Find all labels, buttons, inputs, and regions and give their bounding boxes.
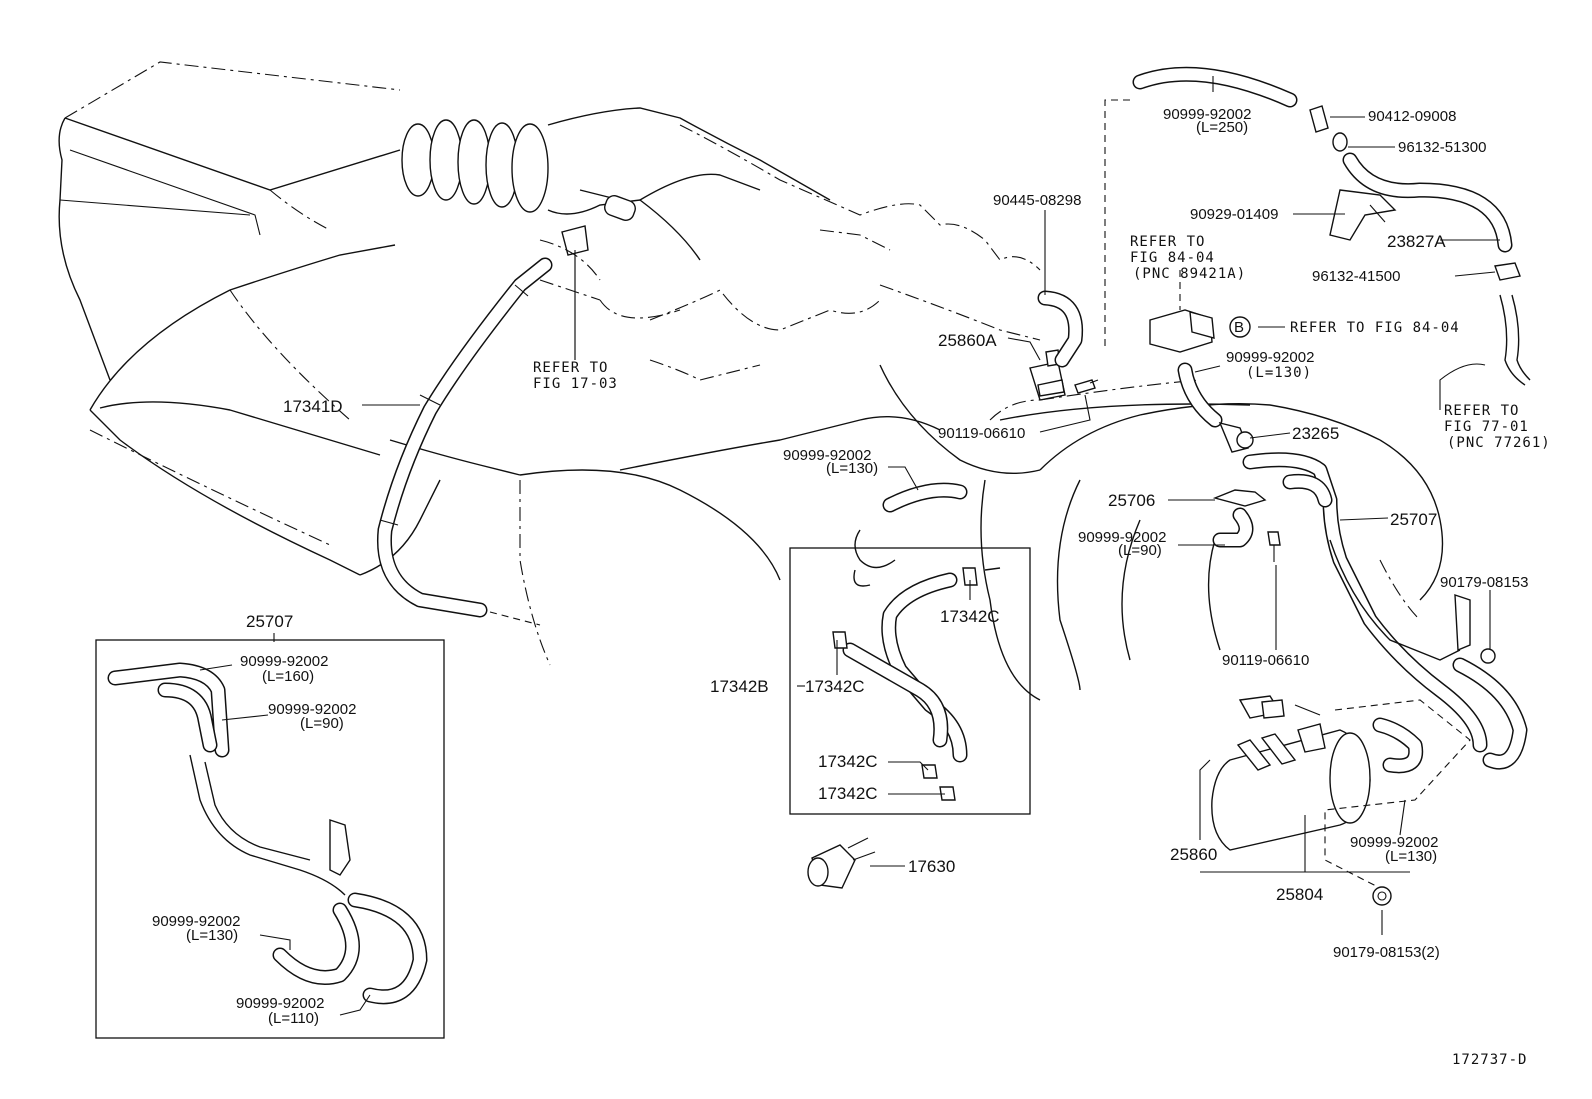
label-17342C-c: 17342C bbox=[818, 752, 878, 771]
label-marker-b: B bbox=[1234, 319, 1244, 336]
label-23827A: 23827A bbox=[1387, 232, 1446, 251]
hose-mid-130 bbox=[882, 482, 968, 513]
label-hose-130-top-len: (L=130) bbox=[1246, 365, 1312, 381]
hose-set-25707-detail bbox=[107, 662, 428, 1005]
label-17342C-a: 17342C bbox=[940, 607, 1000, 626]
label-refer-84-line3: (PNC 89421A) bbox=[1133, 266, 1246, 282]
label-17342C-b: 17342C bbox=[805, 677, 865, 696]
label-90412: 90412-09008 bbox=[1368, 108, 1456, 125]
air-cleaner-body bbox=[58, 61, 441, 576]
callout-b-circle bbox=[1229, 316, 1251, 338]
label-refer-84-line1: REFER TO bbox=[1130, 234, 1205, 250]
label-hose-130-right: 90999-92002 bbox=[1350, 834, 1438, 851]
hose-17341D bbox=[376, 257, 553, 626]
label-17342B: 17342B bbox=[710, 677, 769, 696]
label-refer-17-line1: REFER TO bbox=[533, 360, 608, 376]
label-box-hose-a-len: (L=160) bbox=[262, 668, 314, 685]
leader-dashed-vertical bbox=[1104, 99, 1130, 350]
sensor-17630 bbox=[807, 837, 876, 889]
label-25706: 25706 bbox=[1108, 491, 1155, 510]
nut-90179-2 bbox=[1372, 886, 1392, 906]
bolt-90119-b bbox=[1267, 531, 1281, 562]
intake-bellows bbox=[401, 107, 831, 360]
label-90445: 90445-08298 bbox=[993, 192, 1081, 209]
label-box-hose-d: 90999-92002 bbox=[236, 995, 324, 1012]
label-hose-90-mid-len: (L=90) bbox=[1118, 542, 1162, 559]
label-hose-250-len: (L=250) bbox=[1196, 119, 1248, 136]
valve-23265 bbox=[1218, 421, 1254, 453]
label-90119-b: 90119-06610 bbox=[1222, 652, 1309, 669]
fitting-90412 bbox=[1309, 105, 1348, 152]
engine-outline bbox=[389, 124, 1444, 701]
label-refer-17-line2: FIG 17-03 bbox=[533, 376, 618, 392]
label-box-hose-b: 90999-92002 bbox=[268, 701, 356, 718]
leader-dashed-canister bbox=[1324, 699, 1471, 889]
label-25860: 25860 bbox=[1170, 845, 1217, 864]
label-25707-main: 25707 bbox=[1390, 510, 1437, 529]
label-box-hose-b-len: (L=90) bbox=[300, 715, 344, 732]
label-90929: 90929-01409 bbox=[1190, 206, 1278, 223]
label-hose-130-mid: 90999-92002 bbox=[783, 447, 871, 464]
label-96132-41500: 96132-41500 bbox=[1312, 268, 1400, 285]
nut-90179 bbox=[1480, 648, 1496, 664]
label-25804: 25804 bbox=[1276, 885, 1323, 904]
leader-lines bbox=[199, 76, 1500, 1016]
clip-96132-41500 bbox=[1494, 262, 1531, 386]
label-hose-130-mid-len: (L=130) bbox=[826, 460, 878, 477]
label-23265: 23265 bbox=[1292, 424, 1339, 443]
label-refer-77-line1: REFER TO bbox=[1444, 403, 1519, 419]
label-hose-250: 90999-92002 bbox=[1163, 106, 1251, 123]
connector-89421A bbox=[1149, 309, 1223, 428]
label-box-hose-c: 90999-92002 bbox=[152, 913, 240, 930]
label-17630: 17630 bbox=[908, 857, 955, 876]
label-90179-2: 90179-08153(2) bbox=[1333, 944, 1440, 961]
hose-25706 bbox=[1212, 489, 1267, 548]
figure-code: 172737-D bbox=[1452, 1052, 1527, 1068]
label-refer-84-b: REFER TO FIG 84-04 bbox=[1290, 320, 1460, 336]
hose-250 bbox=[1132, 66, 1298, 108]
label-hose-130-top: 90999-92002 bbox=[1226, 349, 1314, 366]
vsv-25860A bbox=[1029, 290, 1099, 401]
label-box-hose-c-len: (L=130) bbox=[186, 927, 238, 944]
label-refer-77-line2: FIG 77-01 bbox=[1444, 419, 1529, 435]
detail-box-17342B bbox=[789, 547, 1031, 815]
detail-box-25707 bbox=[95, 639, 445, 1039]
label-refer-84-line2: FIG 84-04 bbox=[1130, 250, 1215, 266]
label-refer-77-line3: (PNC 77261) bbox=[1447, 435, 1551, 451]
label-hose-90-mid: 90999-92002 bbox=[1078, 529, 1166, 546]
hose-assembly-17342B bbox=[832, 529, 1001, 801]
bracket-90929 bbox=[1329, 189, 1397, 241]
label-90179: 90179-08153 bbox=[1440, 574, 1528, 591]
label-box-hose-a: 90999-92002 bbox=[240, 653, 328, 670]
hose-set-25707-main bbox=[1242, 452, 1528, 770]
label-96132-51300: 96132-51300 bbox=[1398, 139, 1486, 156]
label-17341D: 17341D bbox=[283, 397, 343, 416]
label-hose-130-right-len: (L=130) bbox=[1385, 848, 1437, 865]
label-17342C-d: 17342C bbox=[818, 784, 878, 803]
label-box-hose-d-len: (L=110) bbox=[268, 1010, 319, 1027]
hose-23827A bbox=[1342, 152, 1513, 253]
label-25707-box: 25707 bbox=[246, 612, 293, 631]
label-90119-a: 90119-06610 bbox=[938, 425, 1025, 442]
label-25860A: 25860A bbox=[938, 331, 997, 350]
canister-25804 bbox=[1211, 695, 1424, 851]
